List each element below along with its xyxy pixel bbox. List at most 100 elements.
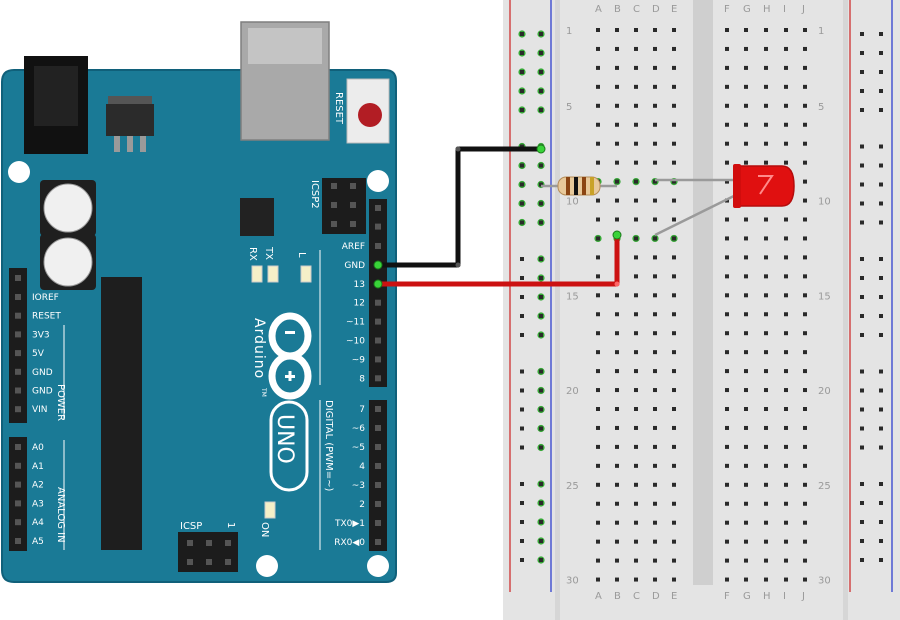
- rail-hole: [879, 539, 883, 543]
- digital-pin-label: ~9: [352, 355, 366, 365]
- wire-end-row: [612, 230, 622, 240]
- rail-hole: [539, 333, 543, 337]
- breadboard-hole: [596, 444, 600, 449]
- analog-header: [9, 437, 27, 551]
- breadboard-hole: [725, 463, 729, 468]
- breadboard-hole: [596, 293, 600, 298]
- atmega-chip: [101, 277, 142, 550]
- rail-hole: [860, 276, 864, 280]
- breadboard-hole: [596, 236, 600, 241]
- rail-hole: [879, 314, 883, 318]
- breadboard-hole: [803, 520, 807, 525]
- rail-hole: [860, 144, 864, 149]
- breadboard-hole: [634, 331, 638, 336]
- breadboard-hole: [634, 463, 638, 468]
- column-label: A: [595, 4, 602, 15]
- breadboard-hole: [744, 331, 748, 336]
- breadboard-hole: [615, 501, 619, 506]
- breadboard-hole: [725, 558, 729, 563]
- rail-hole: [539, 369, 543, 374]
- breadboard-hole: [653, 501, 657, 506]
- l-led: [300, 265, 312, 283]
- breadboard-hole: [725, 577, 729, 582]
- rail-hole: [879, 32, 883, 36]
- power-pin: [15, 275, 21, 281]
- led-lead-cathode: [654, 190, 743, 237]
- breadboard-hole: [596, 482, 600, 487]
- icsp2-pin: [350, 183, 356, 189]
- breadboard-hole: [596, 312, 600, 317]
- voltage-regulator-tab: [108, 96, 152, 104]
- rail-hole: [520, 89, 524, 93]
- breadboard-hole: [672, 160, 676, 165]
- breadboard-hole: [725, 236, 729, 241]
- rail-hole: [520, 482, 524, 486]
- breadboard-divider-left: [555, 0, 560, 620]
- column-label: J: [801, 591, 805, 602]
- analog-pin-label: A4: [32, 518, 44, 528]
- breadboard-hole: [803, 103, 807, 108]
- capacitor: [43, 237, 93, 287]
- power-pin: [15, 387, 21, 394]
- breadboard-hole: [803, 293, 807, 298]
- rail-hole: [520, 369, 524, 374]
- l-label: L: [296, 252, 307, 258]
- breadboard-hole: [672, 369, 676, 374]
- breadboard-hole: [653, 350, 657, 355]
- rail-hole: [860, 558, 864, 562]
- breadboard-hole: [764, 444, 768, 449]
- breadboard-hole: [725, 84, 729, 89]
- rail-hole: [539, 314, 543, 318]
- arduino-wordmark: Arduino: [251, 318, 267, 379]
- tx-label: TX: [263, 246, 274, 260]
- rx-led: [251, 265, 263, 283]
- rail-hole: [879, 70, 883, 74]
- breadboard-hole: [803, 482, 807, 487]
- breadboard-hole: [725, 407, 729, 411]
- column-label: H: [763, 591, 771, 602]
- breadboard-hole: [596, 425, 600, 430]
- breadboard-hole: [596, 501, 600, 506]
- analog-pin-label: A5: [32, 537, 44, 547]
- digital-pin-label: ~11: [346, 318, 365, 328]
- breadboard-hole: [725, 122, 729, 127]
- breadboard-hole: [672, 463, 676, 468]
- breadboard-hole: [764, 217, 768, 222]
- breadboard-hole: [744, 444, 748, 449]
- breadboard-hole: [784, 577, 788, 582]
- breadboard-hole: [744, 350, 748, 355]
- breadboard-hole: [634, 141, 638, 146]
- digital-pin: [375, 425, 381, 431]
- breadboard-hole: [615, 369, 619, 374]
- breadboard-hole: [803, 217, 807, 222]
- breadboard-hole: [725, 369, 729, 374]
- breadboard-hole: [784, 103, 788, 108]
- row-label: 25: [818, 481, 831, 492]
- regulator-leg: [140, 136, 146, 152]
- breadboard-hole: [803, 141, 807, 146]
- board-pcb: [1, 69, 397, 583]
- regulator-leg: [127, 136, 133, 152]
- breadboard-hole: [672, 28, 676, 32]
- breadboard-hole: [653, 198, 657, 203]
- rail-hole: [860, 51, 864, 55]
- power-pin-label: VIN: [32, 405, 48, 415]
- breadboard-hole: [653, 331, 657, 336]
- icsp2-pin: [350, 202, 356, 208]
- breadboard-hole: [653, 463, 657, 468]
- digital-pin-label: ~3: [352, 481, 365, 491]
- resistor-band: [566, 177, 570, 195]
- breadboard-hole: [615, 198, 619, 203]
- breadboard-hole: [744, 369, 748, 374]
- digital-pin-label: ~5: [352, 443, 365, 453]
- breadboard-hole: [634, 444, 638, 449]
- breadboard-hole: [634, 217, 638, 222]
- breadboard-hole: [803, 425, 807, 430]
- led: [654, 164, 795, 237]
- breadboard-hole: [784, 236, 788, 241]
- breadboard-hole: [803, 65, 807, 70]
- breadboard-hole: [634, 312, 638, 317]
- breadboard-hole: [615, 539, 619, 544]
- breadboard-hole: [653, 369, 657, 374]
- digital-pin: [375, 337, 381, 344]
